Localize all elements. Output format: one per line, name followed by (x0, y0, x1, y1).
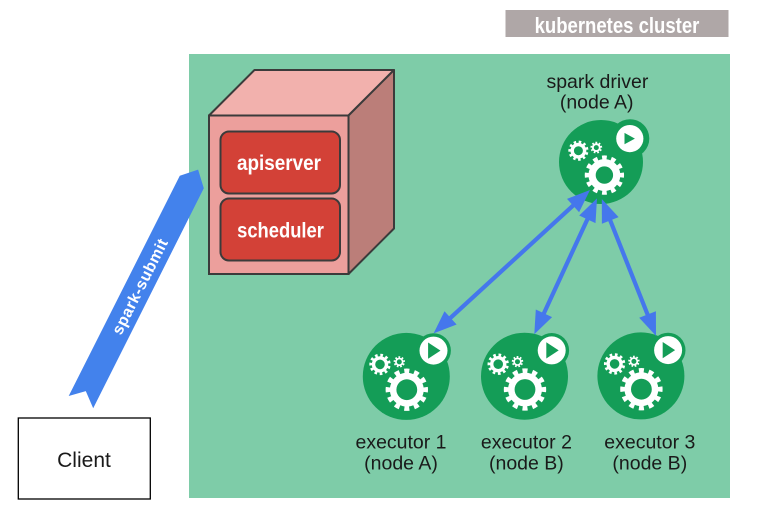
svg-text:(node B): (node B) (612, 453, 687, 475)
svg-text:executor 1: executor 1 (355, 432, 446, 454)
svg-text:(node A): (node A) (560, 92, 634, 114)
svg-text:spark driver: spark driver (546, 71, 648, 93)
svg-text:Client: Client (57, 449, 111, 472)
svg-text:apiserver: apiserver (237, 152, 321, 175)
svg-text:scheduler: scheduler (237, 219, 324, 242)
svg-text:(node A): (node A) (364, 453, 438, 475)
svg-text:(node B): (node B) (489, 453, 564, 475)
svg-text:executor 2: executor 2 (481, 432, 572, 454)
svg-text:executor 3: executor 3 (604, 432, 695, 454)
svg-text:spark-submit: spark-submit (109, 236, 172, 338)
svg-text:kubernetes cluster: kubernetes cluster (535, 15, 700, 39)
